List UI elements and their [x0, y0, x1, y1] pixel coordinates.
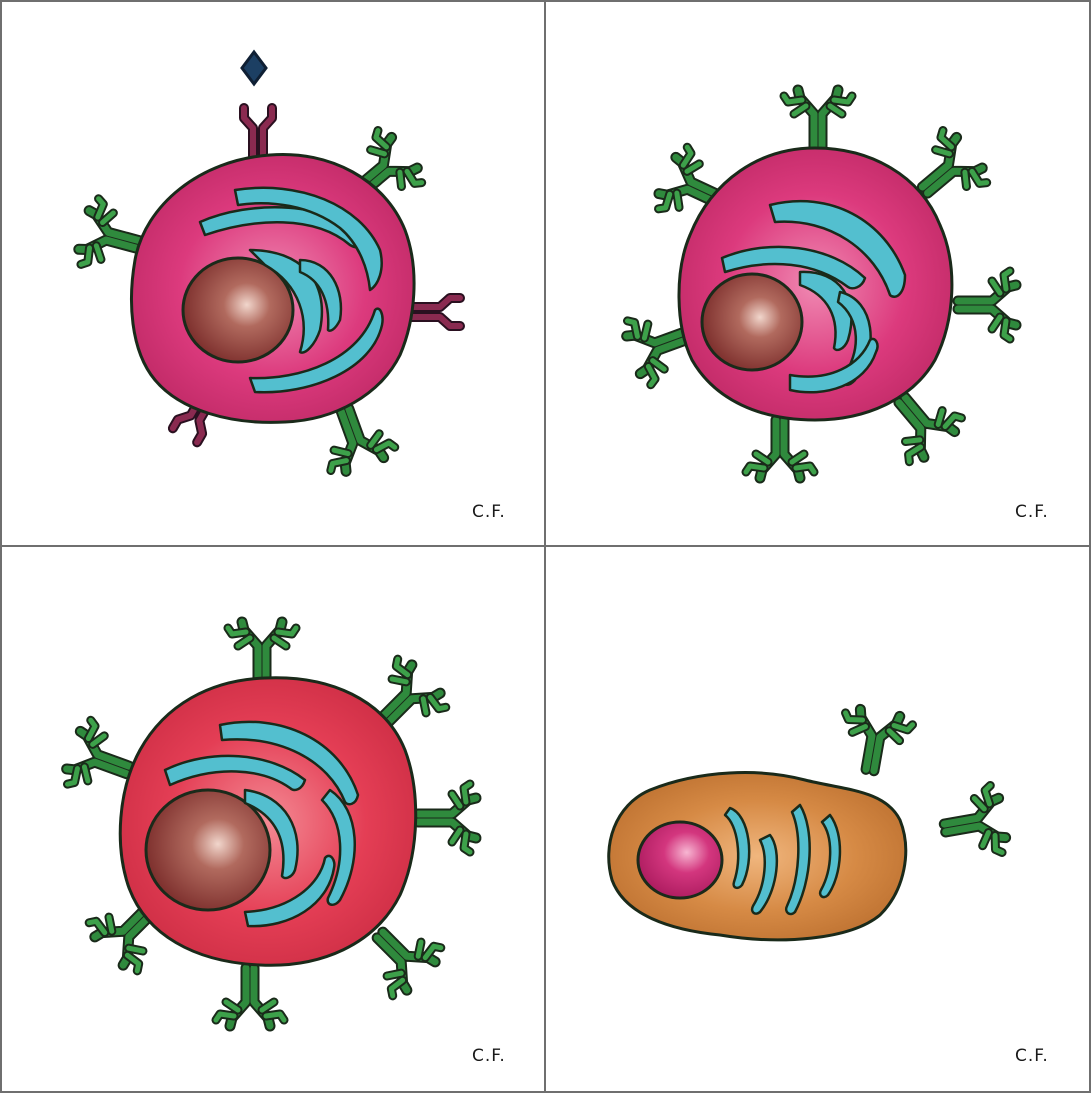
receptor-1	[244, 108, 272, 158]
free-antibody-1	[837, 707, 914, 776]
antibody-5	[746, 420, 814, 478]
free-antibody-2	[939, 784, 1008, 861]
signature-panel-4: C.F.	[1015, 1046, 1049, 1066]
antibody-1	[784, 90, 852, 148]
panel-2	[622, 90, 1016, 478]
nucleus	[702, 274, 802, 370]
signature-panel-2: C.F.	[1015, 502, 1049, 522]
antibody-3	[958, 271, 1016, 339]
signature-panel-3: C.F.	[472, 1046, 506, 1066]
antibody-5	[216, 968, 284, 1026]
nucleus	[638, 822, 722, 898]
panel-1	[75, 52, 460, 476]
antigen-diamond	[242, 52, 266, 84]
receptor-2	[410, 298, 460, 326]
signature-panel-1: C.F.	[472, 502, 506, 522]
panel-3	[62, 622, 476, 1026]
antibody-1	[228, 622, 296, 680]
nucleus	[146, 790, 270, 910]
antibody-3	[418, 784, 476, 852]
panel-4	[609, 707, 1008, 940]
